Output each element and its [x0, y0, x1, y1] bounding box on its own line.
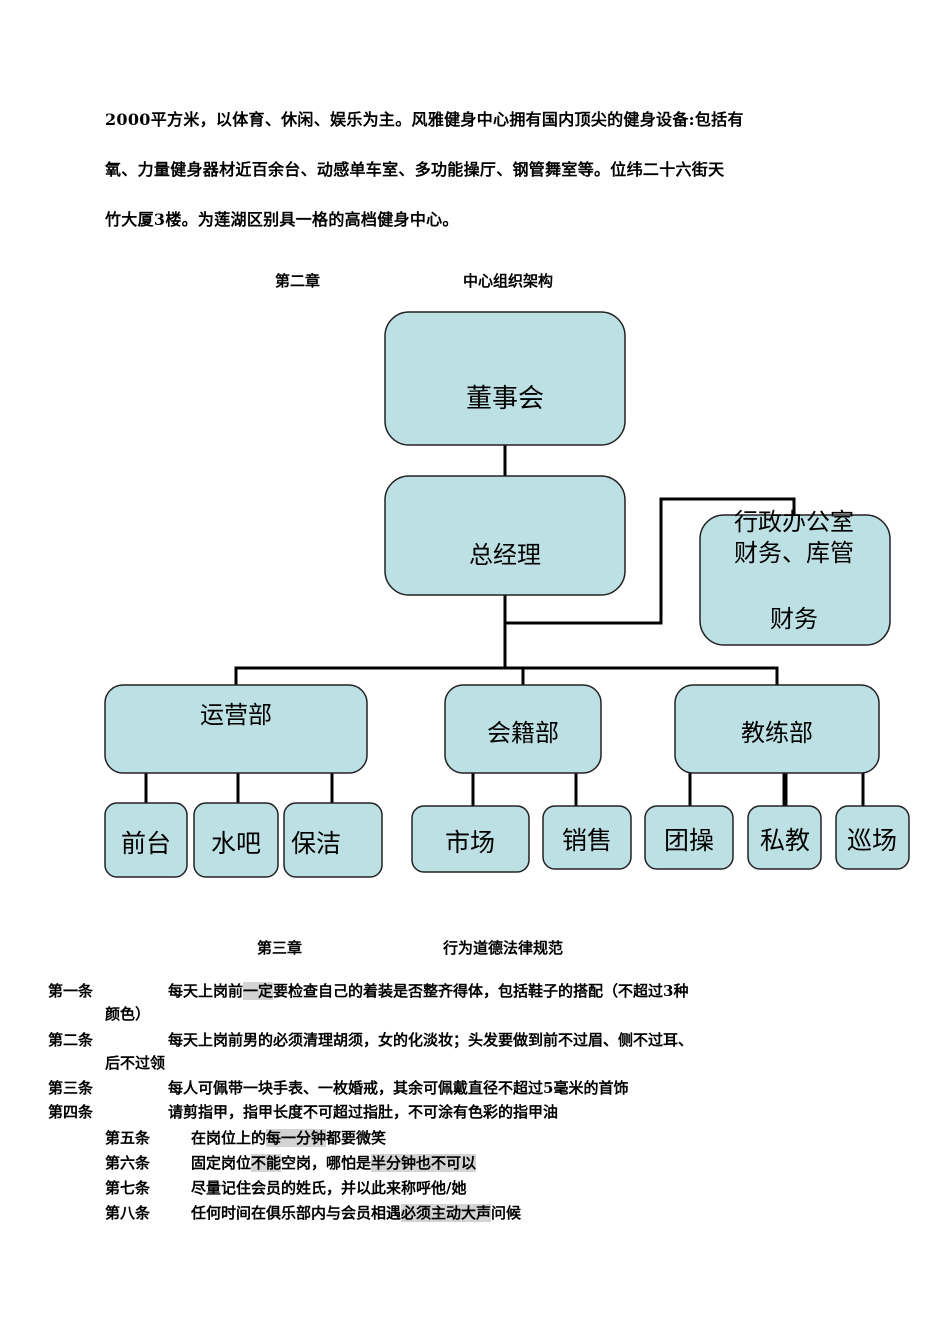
node-board-label: 董事会 [466, 384, 544, 414]
article-4-text: 请剪指甲，指甲长度不可超过指肚，不可涂有色彩的指甲油 [168, 1103, 559, 1121]
article-6-highlight: 不能 [251, 1154, 282, 1172]
unit-marketing-label: 市场 [445, 828, 495, 857]
article-5-number: 第五条 [105, 1129, 151, 1147]
node-unit-sales: 销售 [542, 805, 632, 870]
article-8-number: 第八条 [105, 1204, 151, 1222]
dept-operations-label: 运营部 [200, 701, 272, 729]
node-admin: 行政办公室 财务、库管 财务 [699, 508, 891, 646]
chapter-2-number: 第二章 [275, 272, 321, 290]
node-unit-marketing: 市场 [411, 805, 530, 873]
node-admin-line1: 行政办公室 [734, 508, 854, 536]
article-2-continued: 后不过领 [105, 1054, 166, 1072]
chapter-2-title: 中心组织架构 [463, 272, 554, 290]
article-7: 第七条 尽量记住会员的姓氏，并以此来称呼他/她 [105, 1178, 466, 1199]
chapter-3-number: 第三章 [257, 939, 303, 957]
unit-group-class-label: 团操 [664, 826, 714, 855]
unit-cleaning-label: 保洁 [291, 829, 341, 858]
article-1-text-end: 要检查自己的着装是否整齐得体，包括鞋子的搭配（不超过3种 [273, 982, 689, 1000]
connector-dept-bar [234, 666, 779, 685]
article-1: 第一条 每天上岗前一定要检查自己的着装是否整齐得体，包括鞋子的搭配（不超过3种 [48, 981, 688, 1002]
dept-coaching-label: 教练部 [741, 719, 813, 747]
org-chart: 董事会 总经理 行政办公室 财务、库管 财务 运营部 会籍部 教练部 前台 水吧… [104, 311, 910, 878]
chapter-3-title: 行为道德法律规范 [443, 939, 564, 957]
node-unit-personal-trainer: 私教 [747, 805, 822, 870]
intro-line-1: 2000平方米，以体育、休闲、娱乐为主。风雅健身中心拥有国内顶尖的健身设备:包括… [105, 110, 744, 129]
article-1-continued: 颜色） [105, 1005, 151, 1023]
unit-water-bar-label: 水吧 [211, 829, 261, 858]
article-6-text: 固定岗位 [191, 1154, 252, 1172]
node-dept-operations: 运营部 [104, 684, 368, 774]
article-1-number: 第一条 [48, 982, 94, 1000]
unit-personal-trainer-label: 私教 [760, 826, 810, 855]
article-5-highlight: 每一分钟 [266, 1129, 327, 1147]
node-dept-coaching: 教练部 [674, 684, 880, 774]
intro-paragraph: 2000平方米，以体育、休闲、娱乐为主。风雅健身中心拥有国内顶尖的健身设备:包括… [105, 95, 865, 245]
article-1-highlight: 一定 [243, 982, 274, 1000]
article-6-text-mid: 空岗，哪怕是 [281, 1154, 372, 1172]
article-7-number: 第七条 [105, 1179, 151, 1197]
article-8-highlight: 必须主动大声 [401, 1204, 492, 1222]
intro-line-3: 竹大厦3楼。为莲湖区别具一格的高档健身中心。 [105, 210, 459, 229]
article-8: 第八条 任何时间在俱乐部内与会员相遇必须主动大声问候 [105, 1203, 521, 1224]
article-3: 第三条 每人可佩带一块手表、一枚婚戒，其余可佩戴直径不超过5毫米的首饰 [48, 1078, 628, 1099]
article-4: 第四条 请剪指甲，指甲长度不可超过指肚，不可涂有色彩的指甲油 [48, 1102, 558, 1123]
article-8-text-end: 问候 [491, 1204, 522, 1222]
article-6-highlight-2: 半分钟也不可以 [371, 1154, 477, 1172]
article-2: 第二条 每天上岗前男的必须清理胡须，女的化淡妆；头发要做到前不过眉、侧不过耳、 [48, 1030, 693, 1051]
unit-front-desk-label: 前台 [121, 829, 171, 858]
intro-line-2: 氧、力量健身器材近百余台、动感单车室、多功能操厅、钢管舞室等。位纬二十六街天 [105, 160, 725, 179]
article-6: 第六条 固定岗位不能空岗，哪怕是半分钟也不可以 [105, 1153, 477, 1174]
article-2-number: 第二条 [48, 1031, 94, 1049]
article-2-text: 每天上岗前男的必须清理胡须，女的化淡妆；头发要做到前不过眉、侧不过耳、 [168, 1031, 694, 1049]
article-5-text: 在岗位上的 [191, 1129, 267, 1147]
article-5-text-end: 都要微笑 [326, 1129, 387, 1147]
article-8-text: 任何时间在俱乐部内与会员相遇 [191, 1204, 402, 1222]
article-4-number: 第四条 [48, 1103, 94, 1121]
unit-sales-label: 销售 [562, 826, 612, 855]
article-3-text: 每人可佩带一块手表、一枚婚戒，其余可佩戴直径不超过5毫米的首饰 [168, 1079, 629, 1097]
article-7-text: 尽量记住会员的姓氏，并以此来称呼他/她 [191, 1179, 467, 1197]
node-unit-front-desk: 前台 [104, 802, 188, 878]
node-unit-group-class: 团操 [644, 805, 734, 870]
node-unit-floor-patrol: 巡场 [835, 805, 910, 870]
node-gm: 总经理 [384, 475, 626, 596]
article-6-number: 第六条 [105, 1154, 151, 1172]
node-board: 董事会 [384, 311, 626, 446]
node-dept-membership: 会籍部 [444, 684, 602, 774]
unit-floor-patrol-label: 巡场 [847, 826, 897, 855]
node-unit-water-bar: 水吧 [193, 802, 279, 878]
node-admin-line2: 财务、库管 [734, 539, 854, 567]
article-5: 第五条 在岗位上的每一分钟都要微笑 [105, 1128, 386, 1149]
article-3-number: 第三条 [48, 1079, 94, 1097]
node-gm-label: 总经理 [469, 541, 541, 569]
article-1-text: 每天上岗前 [168, 982, 244, 1000]
node-admin-line3: 财务 [770, 605, 818, 633]
node-unit-cleaning: 保洁 [283, 802, 383, 878]
dept-membership-label: 会籍部 [487, 719, 559, 747]
